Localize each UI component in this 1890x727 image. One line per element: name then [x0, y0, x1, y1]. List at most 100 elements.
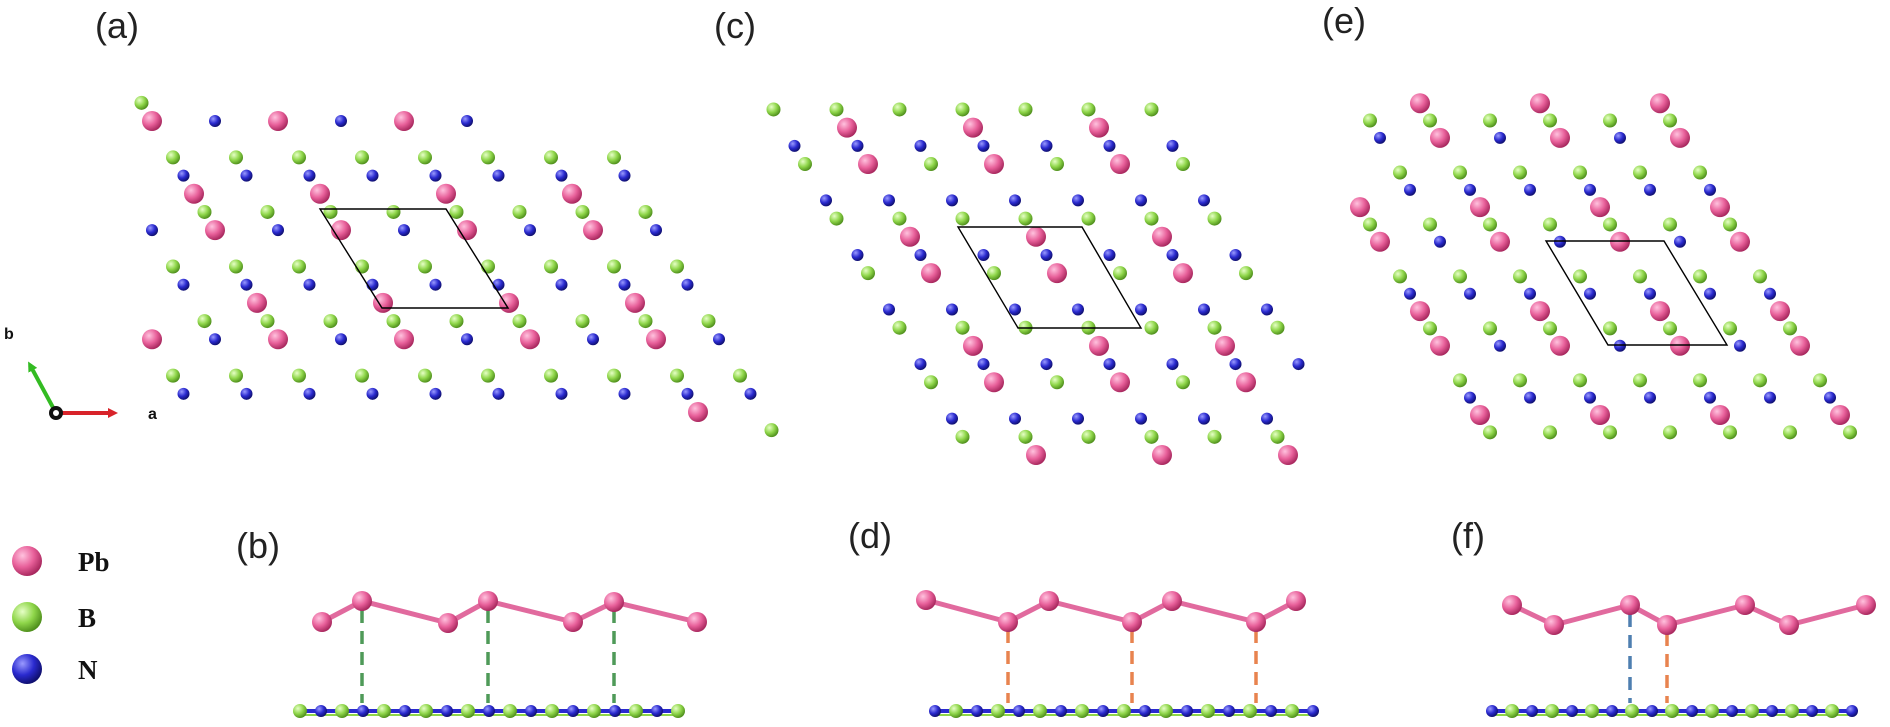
nitrogen-atom	[555, 169, 568, 182]
boron-atom	[1663, 217, 1677, 232]
boron-atom-side	[587, 704, 601, 718]
panel-f-side-view	[1486, 595, 1876, 718]
lead-atom	[583, 220, 603, 241]
nitrogen-atom	[1704, 183, 1716, 196]
boron-atom	[1050, 157, 1064, 172]
boron-atom-side	[991, 704, 1005, 718]
nitrogen-atom-side	[1566, 705, 1578, 717]
boron-atom	[955, 429, 970, 444]
boron-atom	[481, 150, 495, 165]
nitrogen-atom	[1198, 194, 1210, 207]
lead-atom-side	[916, 590, 936, 610]
boron-atom	[924, 157, 938, 172]
lead-atom	[688, 402, 708, 422]
nitrogen-atom	[914, 358, 927, 371]
nitrogen-atom	[303, 387, 316, 400]
boron-atom	[1513, 269, 1527, 284]
lead-atom	[1550, 127, 1570, 148]
boron-atom	[1144, 102, 1159, 117]
bn-layer-side	[293, 704, 685, 718]
boron-atom-side	[1075, 704, 1089, 718]
boron-atom-side	[1243, 704, 1257, 718]
boron-atom-side	[335, 704, 349, 718]
nitrogen-atom-side	[1606, 705, 1618, 717]
boron-atom	[1783, 425, 1797, 440]
boron-atom	[1393, 165, 1407, 180]
nitrogen-atom	[851, 248, 864, 261]
boron-atom	[355, 368, 369, 383]
lead-atom	[1550, 335, 1570, 356]
boron-atom	[1693, 165, 1707, 180]
boron-atom-side	[377, 704, 391, 718]
boron-atom	[1239, 266, 1253, 281]
lead-atom	[1590, 197, 1610, 218]
axis-b-label: b	[4, 326, 14, 343]
panel-b-side-view	[293, 591, 707, 718]
pb-bond-side	[1046, 598, 1135, 625]
boron-atom	[607, 368, 621, 383]
boron-atom	[766, 102, 781, 117]
boron-atom-side	[1545, 704, 1559, 718]
boron-atom	[1723, 321, 1737, 336]
boron-atom	[575, 314, 590, 329]
boron-atom	[1176, 375, 1190, 390]
boron-atom	[1144, 211, 1159, 226]
lead-atom-side	[1286, 591, 1306, 611]
nitrogen-atom-side	[315, 705, 327, 717]
pb-bond-side	[1169, 598, 1259, 625]
lead-atom	[268, 111, 288, 132]
nitrogen-atom	[1261, 303, 1273, 316]
legend-swatch-b	[12, 602, 42, 632]
boron-atom-side	[1585, 704, 1599, 718]
nitrogen-atom	[461, 333, 473, 346]
pb-bond-side	[923, 597, 1011, 625]
nitrogen-atom-side	[483, 705, 495, 717]
boron-atom	[638, 314, 653, 329]
boron-atom	[1453, 373, 1467, 388]
nitrogen-atom-side	[1646, 705, 1658, 717]
nitrogen-atom	[1166, 358, 1179, 371]
nitrogen-atom-side	[971, 705, 983, 717]
lead-atom	[1278, 445, 1298, 465]
boron-atom	[1018, 211, 1033, 226]
nitrogen-atom	[851, 139, 864, 152]
panel-label-c: (c)	[714, 5, 756, 46]
nitrogen-atom	[1734, 339, 1746, 352]
nitrogen-atom	[1584, 391, 1596, 404]
boron-atom	[1813, 373, 1827, 388]
boron-atom	[1753, 373, 1767, 388]
panel-d-side-view	[916, 590, 1319, 718]
lead-atom	[1530, 301, 1550, 322]
lead-atom	[858, 154, 878, 175]
nitrogen-atom	[177, 278, 190, 291]
nitrogen-atom-side	[357, 705, 369, 717]
nitrogen-atom	[1072, 194, 1084, 207]
boron-atom	[764, 423, 779, 438]
nitrogen-atom	[1494, 339, 1506, 352]
boron-atom	[418, 150, 432, 165]
boron-atom	[386, 204, 401, 219]
bn-atom-layer	[1363, 113, 1857, 440]
nitrogen-atom	[1764, 287, 1776, 300]
lead-atom	[1710, 405, 1730, 425]
boron-atom	[481, 259, 495, 274]
nitrogen-atom	[1524, 287, 1536, 300]
panel-c-top-view	[766, 102, 1305, 465]
lead-atom	[625, 292, 645, 313]
boron-atom	[1483, 217, 1497, 232]
nitrogen-atom	[1166, 248, 1179, 261]
boron-atom	[924, 375, 938, 390]
lead-atom	[1026, 226, 1046, 247]
lead-atom	[436, 183, 456, 204]
boron-atom	[1207, 429, 1222, 444]
boron-atom	[1723, 217, 1737, 232]
boron-atom	[1363, 217, 1377, 232]
lead-atom	[1173, 263, 1193, 284]
lead-atom	[1410, 301, 1430, 322]
boron-atom	[1423, 113, 1437, 128]
boron-atom	[1144, 429, 1159, 444]
boron-atom	[1843, 425, 1857, 440]
axis-b-arrow	[28, 361, 58, 414]
nitrogen-atom-side	[1766, 705, 1778, 717]
